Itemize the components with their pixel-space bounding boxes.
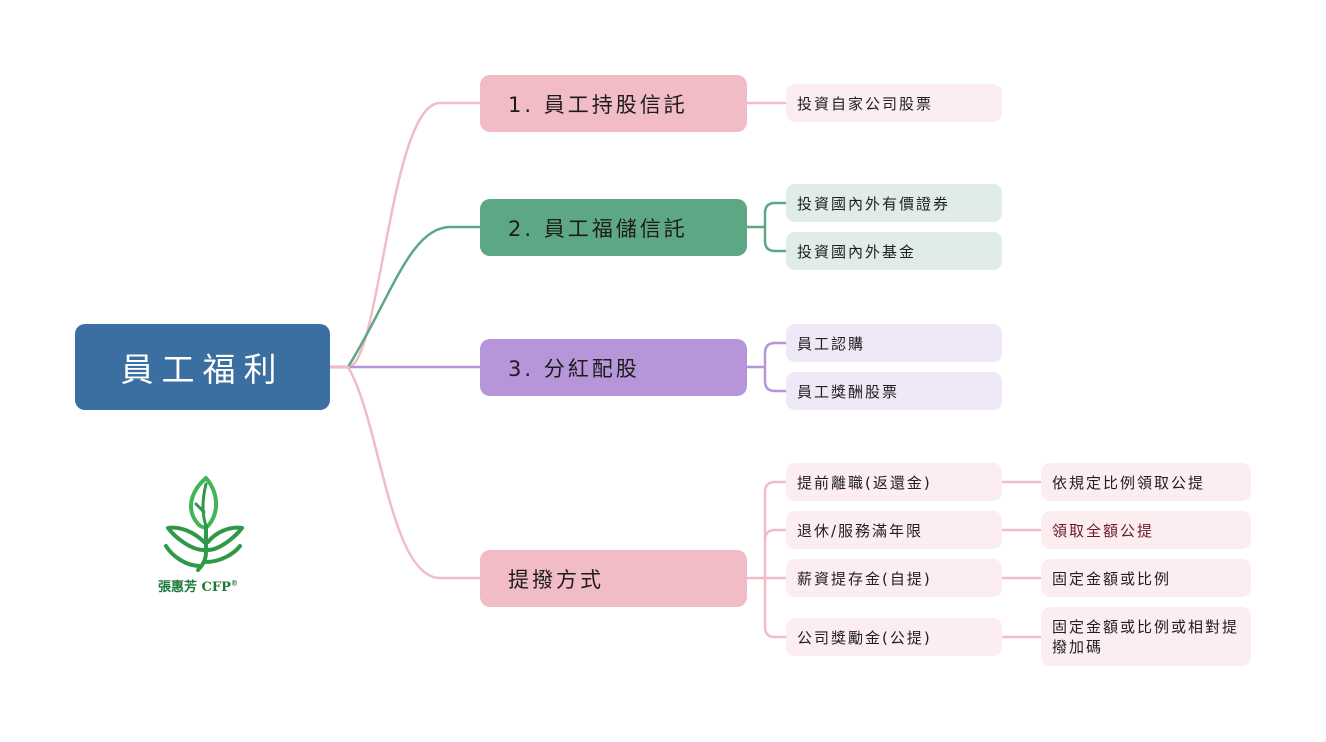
child-company-incentive[interactable]: 公司獎勵金(公提)	[786, 618, 1002, 656]
detail-label: 固定金額或比例或相對提撥加碼	[1052, 617, 1240, 656]
logo-text: 張惠芳 CFP®	[158, 576, 238, 595]
branch-profit-sharing-stock[interactable]: 3. 分紅配股	[480, 339, 747, 396]
child-label: 投資國內外基金	[797, 242, 917, 261]
leaf-sprout-icon	[164, 476, 244, 572]
child-invest-funds[interactable]: 投資國內外基金	[786, 232, 1002, 270]
connector-branch-2-children	[747, 201, 786, 253]
connector-root-branch-4	[330, 365, 480, 580]
detail-early-resignation[interactable]: 依規定比例領取公提	[1041, 463, 1251, 501]
child-label: 公司獎勵金(公提)	[797, 628, 932, 647]
child-retirement[interactable]: 退休/服務滿年限	[786, 511, 1002, 549]
child-label: 投資國內外有價證券	[797, 194, 951, 213]
child-label: 員工認購	[797, 334, 866, 353]
root-label: 員工福利	[120, 350, 285, 389]
branch-label: 提撥方式	[508, 567, 604, 592]
child-label: 退休/服務滿年限	[797, 521, 924, 540]
detail-salary-contribution[interactable]: 固定金額或比例	[1041, 559, 1251, 597]
child-employee-reward-stock[interactable]: 員工獎酬股票	[786, 372, 1002, 410]
branch-label: 1. 員工持股信託	[508, 92, 688, 117]
branch-contribution-method[interactable]: 提撥方式	[480, 550, 747, 607]
branch-employee-stock-trust[interactable]: 1. 員工持股信託	[480, 75, 747, 132]
child-label: 員工獎酬股票	[797, 382, 900, 401]
detail-label: 固定金額或比例	[1052, 569, 1172, 588]
detail-label: 領取全額公提	[1052, 521, 1155, 540]
child-employee-subscription[interactable]: 員工認購	[786, 324, 1002, 362]
connector-branch-3-children	[747, 341, 786, 393]
child-invest-securities[interactable]: 投資國內外有價證券	[786, 184, 1002, 222]
logo-name: 張惠芳 CFP	[158, 580, 231, 595]
branch-label: 3. 分紅配股	[508, 356, 640, 381]
child-salary-contribution[interactable]: 薪資提存金(自提)	[786, 559, 1002, 597]
child-label: 薪資提存金(自提)	[797, 569, 932, 588]
child-label: 提前離職(返還金)	[797, 473, 932, 492]
detail-company-incentive[interactable]: 固定金額或比例或相對提撥加碼	[1041, 607, 1251, 666]
child-label: 投資自家公司股票	[797, 94, 934, 113]
detail-label: 依規定比例領取公提	[1052, 473, 1206, 492]
connector-root-branch-1	[330, 101, 480, 369]
registered-mark: ®	[230, 578, 238, 588]
detail-retirement[interactable]: 領取全額公提	[1041, 511, 1251, 549]
branch-employee-savings-trust[interactable]: 2. 員工福儲信託	[480, 199, 747, 256]
connector-root-branch-2	[330, 225, 480, 369]
branch-label: 2. 員工福儲信託	[508, 216, 688, 241]
root-node[interactable]: 員工福利	[75, 324, 330, 410]
child-early-resignation[interactable]: 提前離職(返還金)	[786, 463, 1002, 501]
child-invest-own-company-stock[interactable]: 投資自家公司股票	[786, 84, 1002, 122]
connector-branch-4-children	[747, 480, 786, 639]
